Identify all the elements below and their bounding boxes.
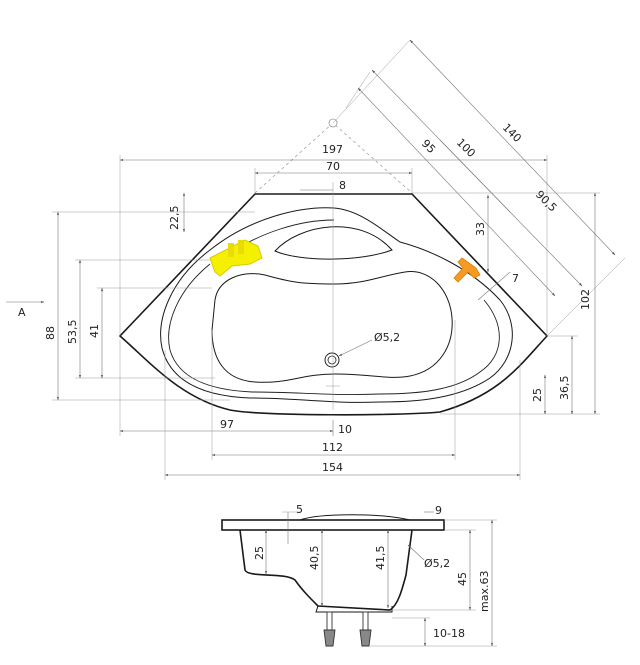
dim-53-5: 53,5 xyxy=(66,320,79,345)
drain-inner xyxy=(327,355,337,365)
tub-rim-inner-line xyxy=(168,219,500,395)
dim-97: 97 xyxy=(220,418,234,431)
tub-basin xyxy=(211,271,453,383)
dim-41: 41 xyxy=(88,324,101,338)
sec-dim-max63: max.63 xyxy=(478,571,491,612)
dim-drain-plan: Ø5,2 xyxy=(374,331,400,344)
dim-7: 7 xyxy=(512,272,519,285)
dim-8: 8 xyxy=(339,179,346,192)
sec-dim-45: 45 xyxy=(456,572,469,586)
dim-95: 95 xyxy=(419,137,438,156)
section-tub-body xyxy=(239,529,413,611)
dim-88: 88 xyxy=(44,326,57,340)
dim-90-5: 90,5 xyxy=(533,188,560,215)
sec-dim-drain: Ø5,2 xyxy=(424,557,450,570)
dim-197: 197 xyxy=(322,143,343,156)
dim-100: 100 xyxy=(454,136,478,160)
dim-36-5: 36,5 xyxy=(558,376,571,401)
dim-140: 140 xyxy=(500,121,524,145)
dim-102: 102 xyxy=(579,289,592,310)
tub-inner-rim xyxy=(160,207,513,403)
dim-112: 112 xyxy=(322,441,343,454)
dim-22-5: 22,5 xyxy=(168,206,181,231)
sec-dim-10-18: 10-18 xyxy=(433,627,465,640)
section-dimensions: 5 9 25 40,5 41,5 Ø5,2 45 max.63 10-18 xyxy=(253,503,497,647)
section-rim xyxy=(221,519,445,531)
sec-dim-9: 9 xyxy=(435,504,442,517)
dim-70: 70 xyxy=(326,160,340,173)
dim-25: 25 xyxy=(531,388,544,402)
view-label-a: A xyxy=(18,306,26,319)
dim-33: 33 xyxy=(474,222,487,236)
faucet-yellow-icon xyxy=(209,239,263,277)
dim-154: 154 xyxy=(322,461,343,474)
section-view xyxy=(221,514,445,647)
section-leg-left xyxy=(323,611,336,647)
corner-dashed-outline xyxy=(254,122,413,194)
sec-dim-5: 5 xyxy=(296,503,303,516)
sec-dim-41-5: 41,5 xyxy=(374,546,387,571)
headrest xyxy=(274,226,393,260)
sec-dim-40-5: 40,5 xyxy=(308,546,321,571)
section-leg-right xyxy=(359,611,372,647)
dim-10: 10 xyxy=(338,423,352,436)
sec-dim-25: 25 xyxy=(253,546,266,560)
